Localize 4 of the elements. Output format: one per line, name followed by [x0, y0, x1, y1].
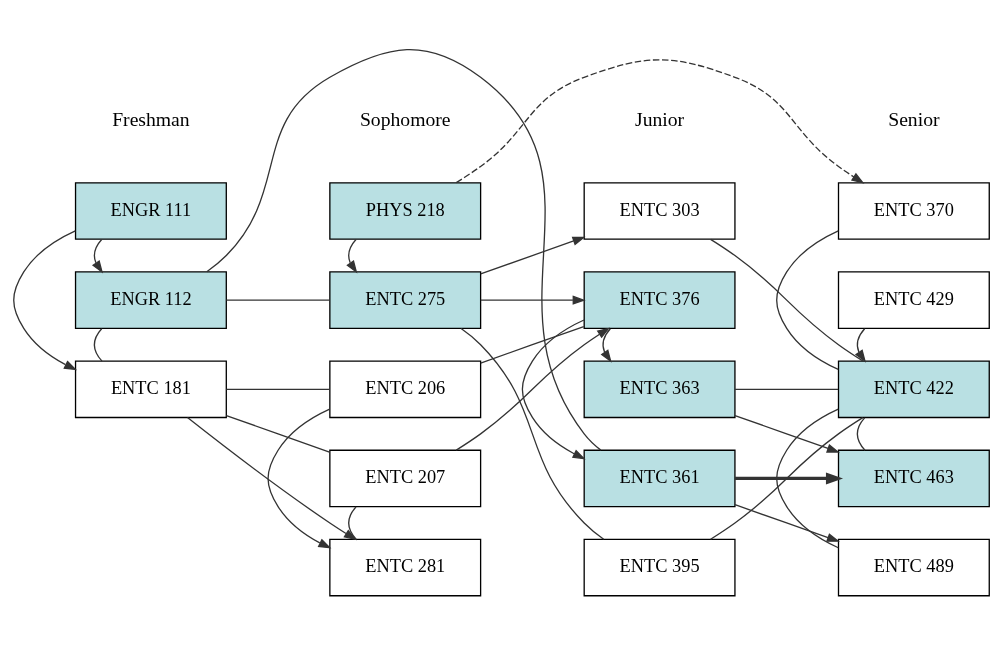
label: Freshman	[112, 108, 190, 131]
label: Sophomore	[359, 108, 451, 131]
label: Senior	[888, 108, 940, 131]
label: Junior	[634, 108, 685, 131]
